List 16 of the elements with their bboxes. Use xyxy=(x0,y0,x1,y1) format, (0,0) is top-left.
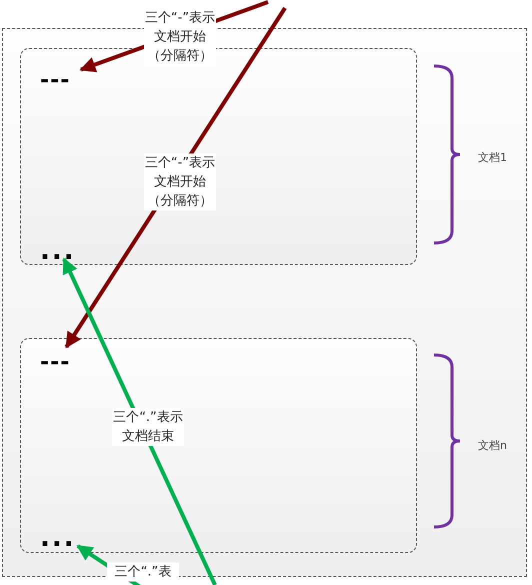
document-label: 文档1 xyxy=(478,150,507,165)
start-marker: --- xyxy=(40,352,70,374)
edge-label: 三个“.”表示文档结束 xyxy=(112,408,184,446)
edge-label: 三个“.”表 xyxy=(107,562,179,582)
document-box xyxy=(20,338,417,553)
start-marker: --- xyxy=(40,70,70,92)
arrow xyxy=(62,258,217,585)
edge-label: 三个“-”表示文档开始（分隔符） xyxy=(144,154,216,210)
arrow xyxy=(64,6,287,348)
document-box xyxy=(20,48,417,265)
stream-box xyxy=(2,28,527,577)
end-marker: ... xyxy=(40,525,76,551)
edge-label: 三个“-”表示文档开始（分隔符） xyxy=(144,8,216,66)
document-label: 文档n xyxy=(478,438,507,453)
arrow xyxy=(80,0,269,72)
end-marker: ... xyxy=(40,238,76,264)
